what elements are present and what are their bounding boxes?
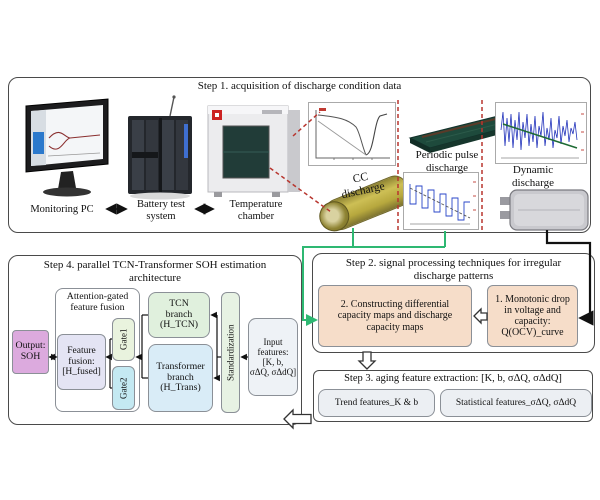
pulse-discharge-plot bbox=[403, 172, 479, 230]
feature-fusion-box: Feature fusion: [H_fused] bbox=[57, 334, 106, 390]
monotonic-drop-box: 1. Monotonic drop in voltage and capacit… bbox=[487, 285, 578, 347]
pulse-discharge-label: Periodic pulse discharge bbox=[415, 149, 479, 174]
dynamic-discharge-plot bbox=[495, 102, 587, 164]
step2-title: Step 2. signal processing techniques for… bbox=[345, 257, 562, 283]
output-soh-box: Output: SOH bbox=[12, 330, 49, 374]
construct-maps-box: 2. Constructing differential capacity ma… bbox=[318, 285, 472, 347]
battery-test-system-image bbox=[128, 95, 192, 200]
statistical-features-box: Statistical features_σΔQ, σΔdQ bbox=[440, 389, 592, 417]
monitoring-pc-label: Monitoring PC bbox=[30, 204, 94, 215]
trend-features-box: Trend features_K & b bbox=[318, 389, 435, 417]
hollow-arrow-step2-to-step3 bbox=[357, 351, 377, 370]
monitoring-pc-image bbox=[25, 98, 109, 197]
gate2-box: Gate2 bbox=[112, 366, 135, 410]
standardization-box: Standardization bbox=[221, 292, 240, 413]
dynamic-discharge-label: Dynamic discharge bbox=[512, 164, 554, 189]
tcn-branch-box: TCN branch (H_TCN) bbox=[148, 292, 210, 338]
cc-discharge-plot bbox=[308, 102, 396, 166]
input-features-box: Input features: [K, b, σΔQ, σΔdQ] bbox=[248, 318, 298, 396]
battery-test-label: Battery test system bbox=[136, 199, 186, 223]
temperature-chamber-label: Temperature chamber bbox=[229, 199, 283, 223]
transformer-branch-box: Transformer branch (H_Trans) bbox=[148, 344, 213, 412]
pouch-battery-image bbox=[500, 189, 589, 231]
temperature-chamber-image bbox=[207, 105, 300, 197]
gate1-box: Gate1 bbox=[112, 318, 135, 361]
step4-title: Step 4. parallel TCN-Transformer SOH est… bbox=[43, 259, 267, 285]
step3-title: Step 3. aging feature extraction: [K, b,… bbox=[344, 373, 562, 384]
attention-group-label: Attention-gated feature fusion bbox=[66, 291, 129, 314]
step1-title: Step 1. acquisition of discharge conditi… bbox=[197, 80, 402, 92]
